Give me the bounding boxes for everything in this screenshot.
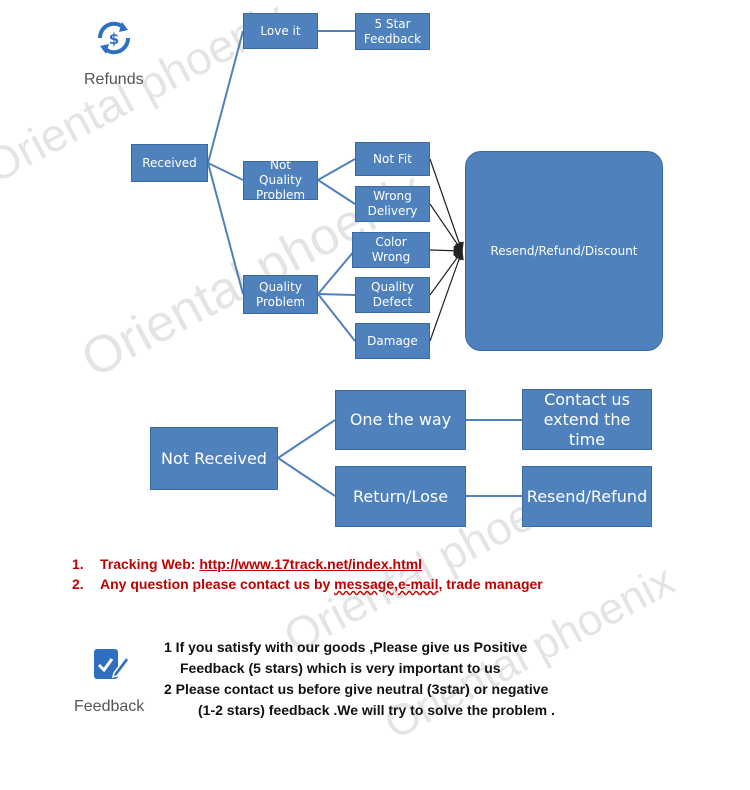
note-tracking: 1.Tracking Web: http://www.17track.net/i… <box>72 556 423 572</box>
node-wrong-delivery: Wrong Delivery <box>355 186 430 222</box>
link-notquality-notfit <box>317 158 356 181</box>
node-resend-refund-discount: Resend/Refund/Discount <box>465 151 663 351</box>
link-received-loveit <box>207 30 244 164</box>
link-notreceived-oneway <box>277 419 336 459</box>
feedback-edit-icon <box>94 649 130 679</box>
refunds-label: Refunds <box>84 71 144 88</box>
link-quality-defect <box>317 293 356 296</box>
arrow-defect <box>429 250 463 296</box>
node-received: Received <box>131 144 208 182</box>
node-not-fit: Not Fit <box>355 142 430 176</box>
arrow-colorwrong <box>429 245 464 256</box>
node-resend-refund: Resend/Refund <box>522 466 652 527</box>
arrow-notfit <box>429 158 464 253</box>
node-love-it: Love it <box>243 13 318 49</box>
feedback-label: Feedback <box>74 698 145 715</box>
node-contact-us: Contact us extend the time <box>522 389 652 450</box>
notes-list: 1.Tracking Web: http://www.17track.net/i… <box>72 554 543 594</box>
node-return-lose: Return/Lose <box>335 466 466 527</box>
link-quality-damage <box>317 293 356 342</box>
link-quality-colorwrong <box>317 249 356 295</box>
svg-text:$: $ <box>109 30 119 48</box>
node-not-received: Not Received <box>150 427 278 490</box>
feedback-line-2: Feedback (5 stars) which is very importa… <box>180 660 501 676</box>
dollar-refund-icon: $ <box>97 21 131 55</box>
tracking-label: Tracking Web: <box>100 556 200 572</box>
feedback-line-4: (1-2 stars) feedback .We will try to sol… <box>198 702 555 718</box>
node-damage: Damage <box>355 323 430 359</box>
feedback-line-3: 2 Please contact us before give neutral … <box>164 681 549 697</box>
link-received-quality <box>207 162 244 295</box>
note-contact: 2.Any question please contact us by mess… <box>72 576 543 592</box>
node-one-the-way: One the way <box>335 390 466 450</box>
node-not-quality-problem: Not Quality Problem <box>243 158 318 202</box>
arrow-wrongdelivery <box>429 203 463 252</box>
link-notreceived-returnlose <box>277 457 336 497</box>
node-five-star-feedback: 5 Star Feedback <box>355 13 430 50</box>
node-color-wrong: Color Wrong <box>352 232 430 268</box>
feedback-line-1: 1 If you satisfy with our goods ,Please … <box>164 639 528 655</box>
link-notquality-wrongdelivery <box>317 179 356 205</box>
tracking-link[interactable]: http://www.17track.net/index.html <box>199 556 423 572</box>
arrow-damage <box>429 249 464 342</box>
node-quality-defect: Quality Defect <box>355 277 430 313</box>
link-received-notquality <box>207 162 244 181</box>
node-quality-problem: Quality Problem <box>243 275 318 314</box>
